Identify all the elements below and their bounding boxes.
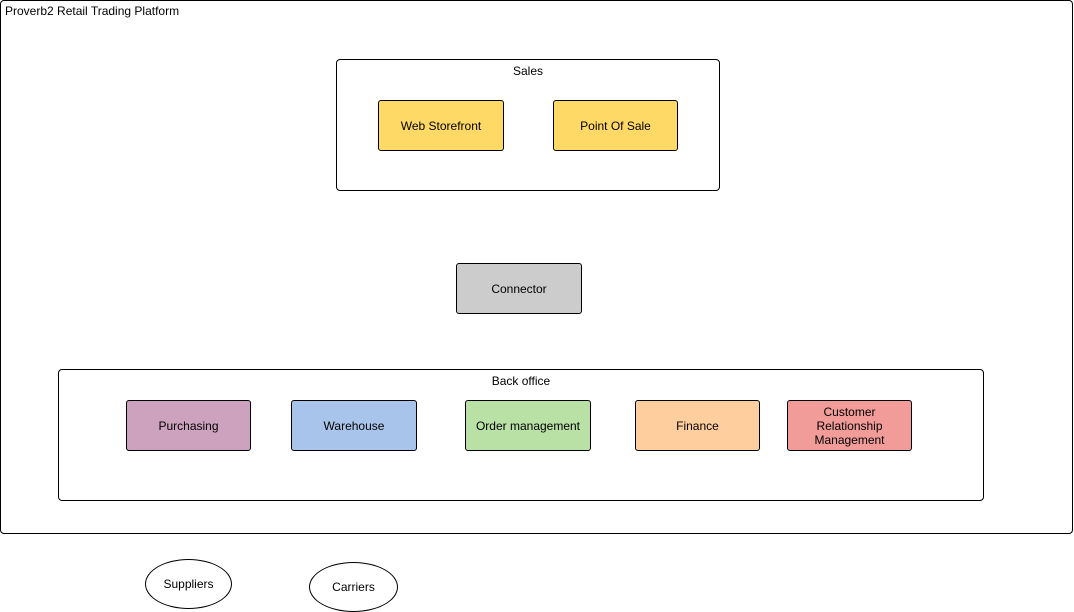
suppliers-ellipse[interactable]: Suppliers (145, 559, 232, 609)
carriers-ellipse[interactable]: Carriers (309, 562, 398, 612)
connector-label: Connector (491, 281, 547, 296)
point-of-sale-box[interactable]: Point Of Sale (553, 100, 678, 151)
crm-label: Customer Relationship Management (814, 404, 885, 447)
finance-label: Finance (676, 418, 719, 433)
carriers-label: Carriers (332, 580, 375, 594)
sales-group-title: Sales (512, 64, 544, 78)
warehouse-label: Warehouse (323, 418, 385, 433)
finance-box[interactable]: Finance (635, 400, 760, 451)
warehouse-box[interactable]: Warehouse (291, 400, 417, 451)
web-storefront-box[interactable]: Web Storefront (378, 100, 504, 151)
crm-box[interactable]: Customer Relationship Management (787, 400, 912, 451)
purchasing-box[interactable]: Purchasing (126, 400, 251, 451)
point-of-sale-label: Point Of Sale (580, 118, 651, 133)
order-management-box[interactable]: Order management (465, 400, 591, 451)
order-management-label: Order management (475, 418, 581, 433)
web-storefront-label: Web Storefront (400, 118, 482, 133)
suppliers-label: Suppliers (163, 577, 214, 591)
back-office-group-title: Back office (491, 374, 551, 388)
platform-title: Proverb2 Retail Trading Platform (5, 4, 180, 18)
purchasing-label: Purchasing (158, 418, 219, 433)
connector-box[interactable]: Connector (456, 263, 582, 314)
